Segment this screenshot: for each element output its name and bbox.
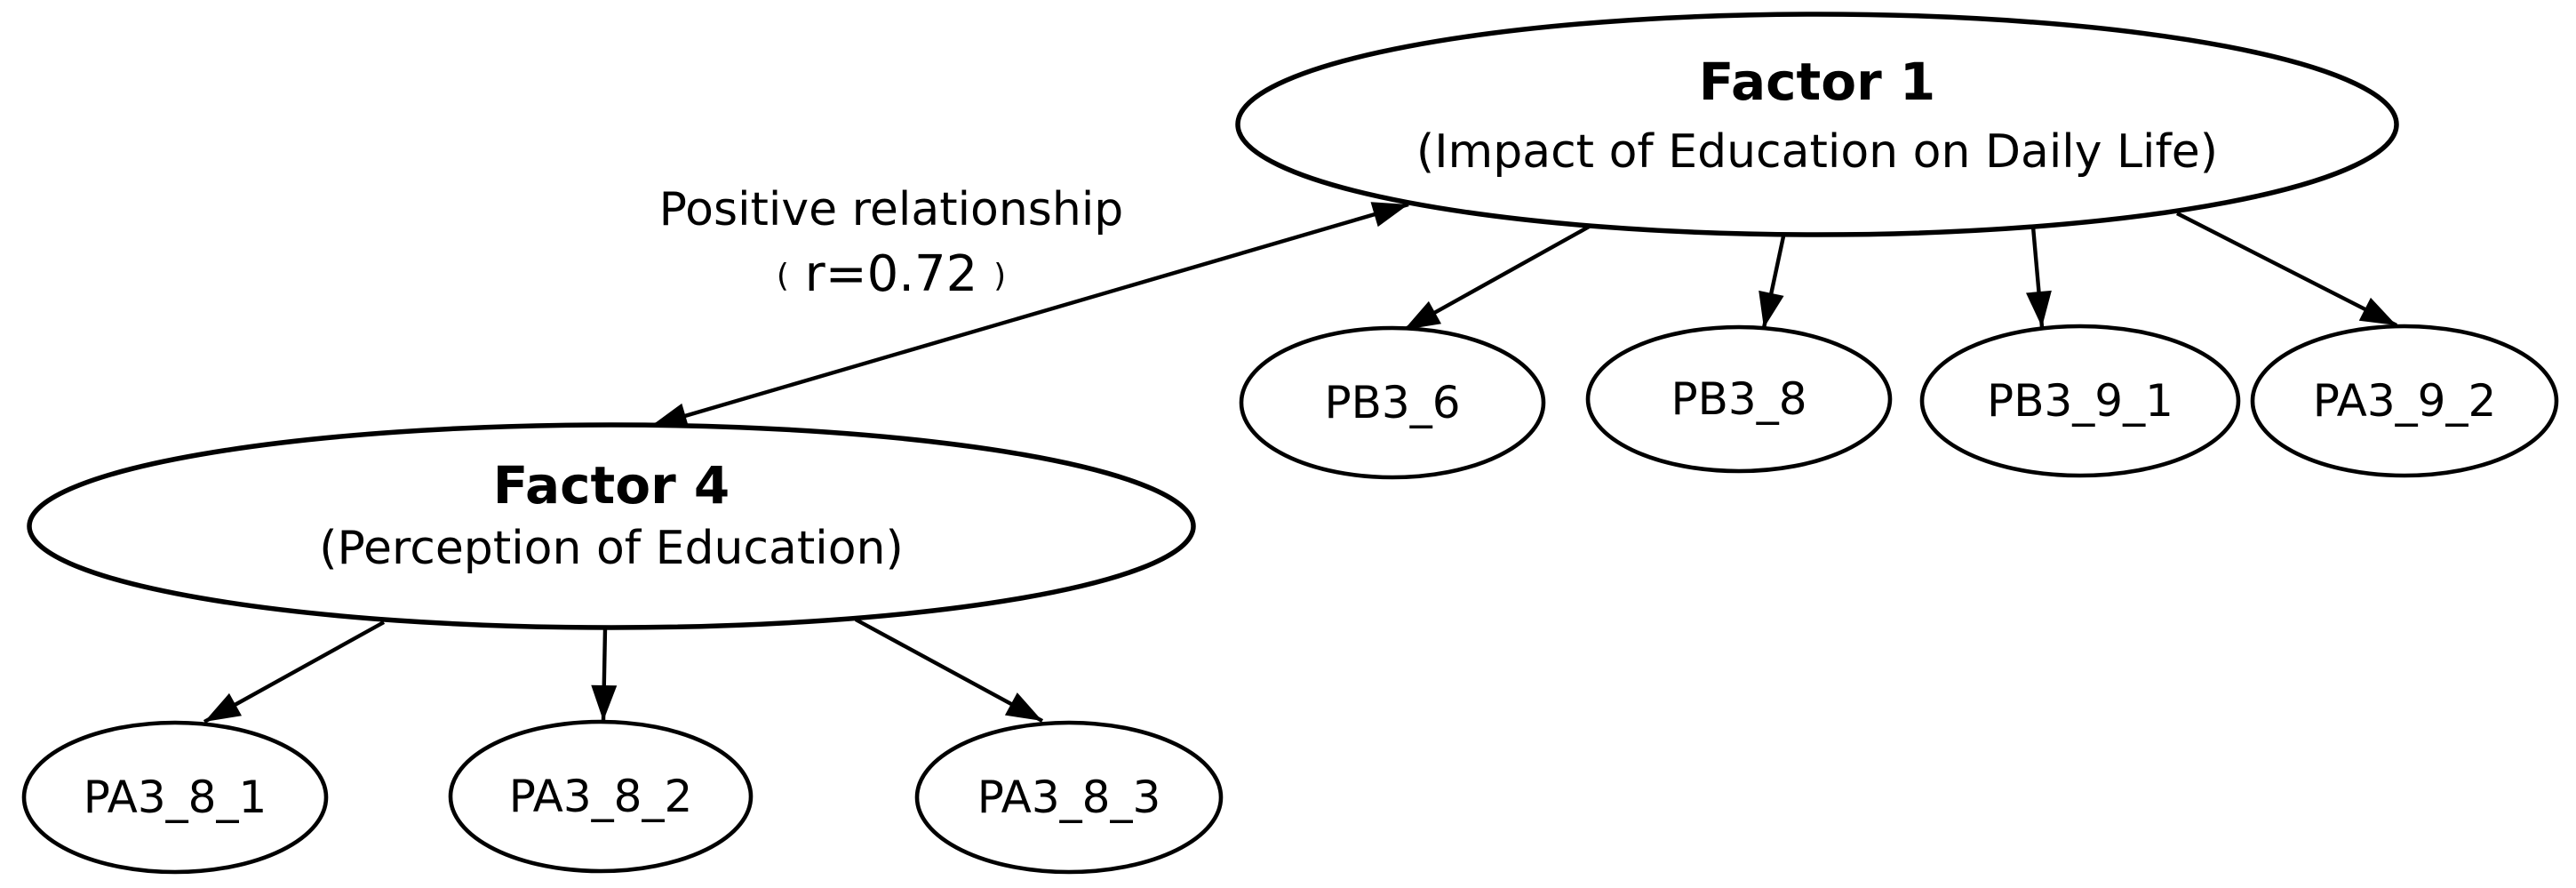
arrowhead bbox=[204, 692, 243, 722]
factor4-subtitle: (Perception of Education) bbox=[319, 522, 904, 575]
pb3_9_1-label: PB3_9_1 bbox=[1987, 375, 2173, 427]
relationship-value-text: ( r=0.72 ) bbox=[777, 241, 1006, 303]
edge-factor4-factor1 bbox=[650, 202, 1409, 428]
open-paren: ( bbox=[777, 258, 789, 294]
pb3_6-ellipse bbox=[1239, 325, 1546, 480]
relationship-label: Positive relationship ( r=0.72 ) bbox=[659, 183, 1124, 303]
indicator-node-pa3_8_1: PA3_8_1 bbox=[21, 720, 329, 875]
indicator-node-pa3_9_2: PA3_9_2 bbox=[2250, 324, 2559, 478]
factor1-subtitle: (Impact of Education on Daily Life) bbox=[1416, 125, 2218, 179]
pa3_8_1-ellipse bbox=[21, 720, 329, 875]
arrowhead bbox=[1004, 692, 1042, 721]
arrowhead bbox=[1370, 202, 1408, 228]
edge-line bbox=[2176, 212, 2397, 327]
edge-line bbox=[650, 202, 1409, 428]
pa3_8_2-ellipse bbox=[448, 719, 754, 874]
edge-line bbox=[1402, 224, 1592, 332]
pa3_9_2-label: PA3_9_2 bbox=[2313, 375, 2497, 427]
factor4-title: Factor 4 bbox=[493, 455, 730, 516]
edge-factor1-pb3_6 bbox=[1402, 224, 1592, 332]
edge-factor1-pa3_9_2 bbox=[2176, 212, 2397, 327]
arrowhead bbox=[1404, 300, 1442, 330]
edge-factor1-pb3_8 bbox=[1759, 236, 1786, 329]
factor1-title: Factor 1 bbox=[1699, 52, 1935, 112]
arrowhead bbox=[2358, 297, 2397, 325]
relationship-label-text: Positive relationship bbox=[659, 183, 1124, 236]
pa3_8_2-label: PA3_8_2 bbox=[509, 771, 693, 822]
factor4-node: Factor 4 (Perception of Education) bbox=[27, 422, 1196, 630]
arrowhead bbox=[651, 403, 690, 428]
factor1-node: Factor 1 (Impact of Education on Daily L… bbox=[1235, 12, 2399, 237]
close-paren: ) bbox=[993, 258, 1006, 294]
pb3_8-label: PB3_8 bbox=[1671, 373, 1806, 425]
edge-factor4-pa3_8_2 bbox=[591, 628, 618, 722]
arrowhead bbox=[2026, 290, 2052, 327]
pb3_9_1-ellipse bbox=[1919, 324, 2241, 478]
pa3_8_1-label: PA3_8_1 bbox=[84, 772, 267, 823]
indicator-node-pa3_8_2: PA3_8_2 bbox=[448, 719, 754, 874]
pa3_8_3-label: PA3_8_3 bbox=[977, 772, 1161, 823]
edge-factor1-pb3_9_1 bbox=[2026, 226, 2052, 328]
pa3_8_3-ellipse bbox=[914, 720, 1224, 875]
edge-factor4-pa3_8_1 bbox=[203, 620, 386, 724]
indicator-node-pb3_6: PB3_6 bbox=[1239, 325, 1546, 480]
indicator-node-pa3_8_3: PA3_8_3 bbox=[914, 720, 1224, 875]
edge-factor4-pa3_8_3 bbox=[854, 618, 1044, 723]
factor1-ellipse bbox=[1235, 12, 2399, 237]
arrowhead bbox=[1759, 290, 1784, 328]
indicator-node-pb3_9_1: PB3_9_1 bbox=[1919, 324, 2241, 478]
factor4-ellipse bbox=[27, 422, 1196, 630]
indicator-node-pb3_8: PB3_8 bbox=[1585, 324, 1893, 474]
arrowhead bbox=[591, 684, 618, 721]
pb3_8-ellipse bbox=[1585, 324, 1893, 474]
correlation-value: r=0.72 bbox=[805, 245, 978, 303]
pb3_6-label: PB3_6 bbox=[1324, 377, 1460, 428]
pa3_9_2-ellipse bbox=[2250, 324, 2559, 478]
